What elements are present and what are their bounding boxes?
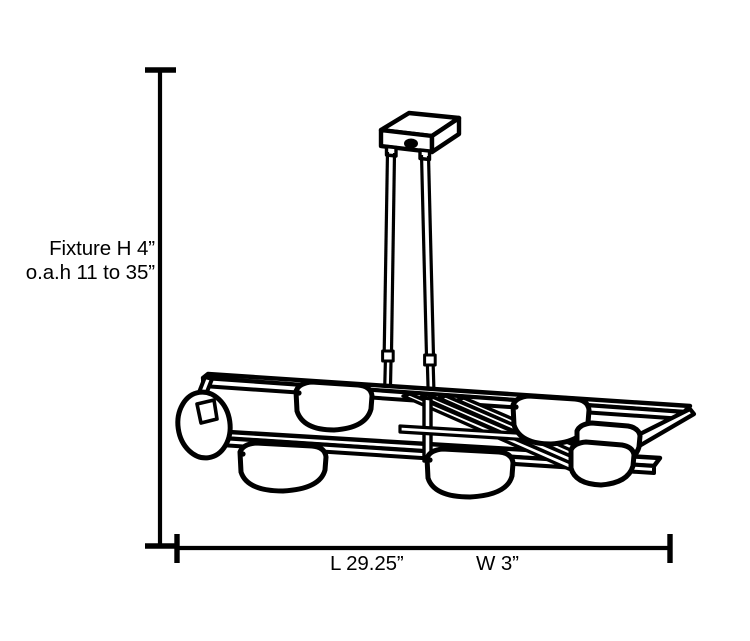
height-dimension-label: Fixture H 4” o.a.h 11 to 35”: [0, 237, 155, 285]
lamp-head: [293, 379, 375, 433]
ceiling-canopy: [378, 110, 462, 162]
width-dimension-label: W 3”: [476, 552, 519, 575]
left-end-head: [175, 389, 233, 461]
fixture-height-text: Fixture H 4”: [49, 237, 155, 260]
length-dimension-label: L 29.25”: [330, 552, 404, 575]
lamp-head: [510, 393, 592, 447]
length-dimension-line: [174, 534, 673, 563]
canopy-slot-icon: [403, 138, 418, 149]
lamp-head: [568, 439, 637, 488]
downrods: [381, 151, 437, 401]
overall-height-text: o.a.h 11 to 35”: [25, 260, 155, 284]
lamp-heads: [237, 379, 643, 500]
lamp-head: [424, 446, 516, 500]
lamp-head: [237, 440, 329, 494]
height-dimension-line: [145, 67, 176, 549]
